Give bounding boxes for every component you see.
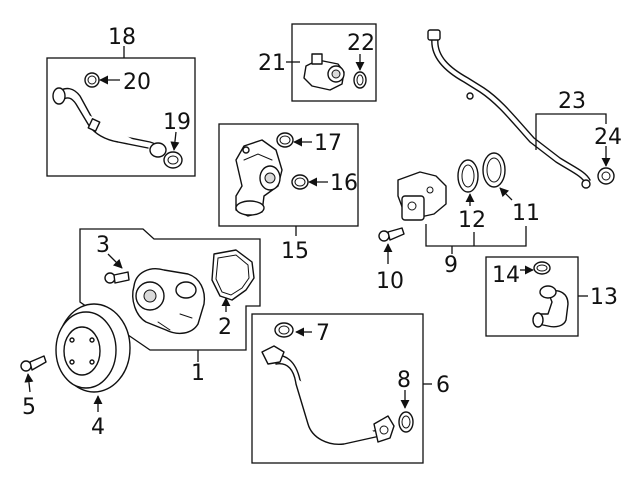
leader-19 <box>170 131 180 151</box>
o-ring-19 <box>163 151 183 169</box>
callout-5: 5 <box>22 395 36 420</box>
callout-7: 7 <box>316 321 330 346</box>
leader-3 <box>107 253 123 269</box>
callout-18: 18 <box>108 25 136 50</box>
o-ring-24 <box>597 167 615 185</box>
water-pump-1 <box>132 268 206 335</box>
coolant-tube-6 <box>261 345 395 445</box>
callout-24: 24 <box>594 125 622 150</box>
callout-15: 15 <box>281 239 309 264</box>
thermostat-housing-15 <box>235 139 283 217</box>
group-box-15 <box>218 123 359 227</box>
o-ring-16 <box>291 174 309 190</box>
leader-23 <box>535 113 607 150</box>
water-outlet-9 <box>397 171 447 221</box>
bolt-5 <box>20 355 47 372</box>
o-ring-20 <box>84 72 100 88</box>
leader-11 <box>499 187 513 201</box>
bolt-3 <box>104 271 130 284</box>
callout-13: 13 <box>590 285 618 310</box>
gasket-12 <box>457 159 479 193</box>
coolant-tube-18 <box>52 87 167 158</box>
o-ring-17 <box>276 132 294 148</box>
bolt-10 <box>378 227 405 242</box>
callout-1: 1 <box>191 361 205 386</box>
callout-6: 6 <box>436 373 450 398</box>
callout-14: 14 <box>492 263 520 288</box>
callout-9: 9 <box>444 253 458 278</box>
group-box-18 <box>46 57 196 177</box>
callout-20: 20 <box>123 70 151 95</box>
fitting-21 <box>303 53 345 91</box>
callout-4: 4 <box>91 415 105 440</box>
hose-13 <box>532 285 569 328</box>
o-ring-14 <box>533 261 551 275</box>
leader-5 <box>24 373 34 393</box>
group-box-6 <box>251 313 424 464</box>
callout-8: 8 <box>397 368 411 393</box>
callout-21: 21 <box>258 51 286 76</box>
callout-11: 11 <box>512 201 540 226</box>
gasket-2 <box>211 249 255 301</box>
callout-23: 23 <box>558 89 586 114</box>
leader-9 <box>425 224 527 254</box>
o-ring-7 <box>274 322 294 338</box>
callout-22: 22 <box>347 31 375 56</box>
o-ring-22 <box>353 71 367 89</box>
o-ring-8 <box>398 411 414 433</box>
callout-16: 16 <box>330 171 358 196</box>
callout-17: 17 <box>314 131 342 156</box>
callout-12: 12 <box>458 208 486 233</box>
hose-23 <box>427 29 591 189</box>
pulley-4 <box>55 303 131 393</box>
callout-10: 10 <box>376 269 404 294</box>
callout-2: 2 <box>218 315 232 340</box>
callout-19: 19 <box>163 110 191 135</box>
callout-3: 3 <box>96 233 110 258</box>
